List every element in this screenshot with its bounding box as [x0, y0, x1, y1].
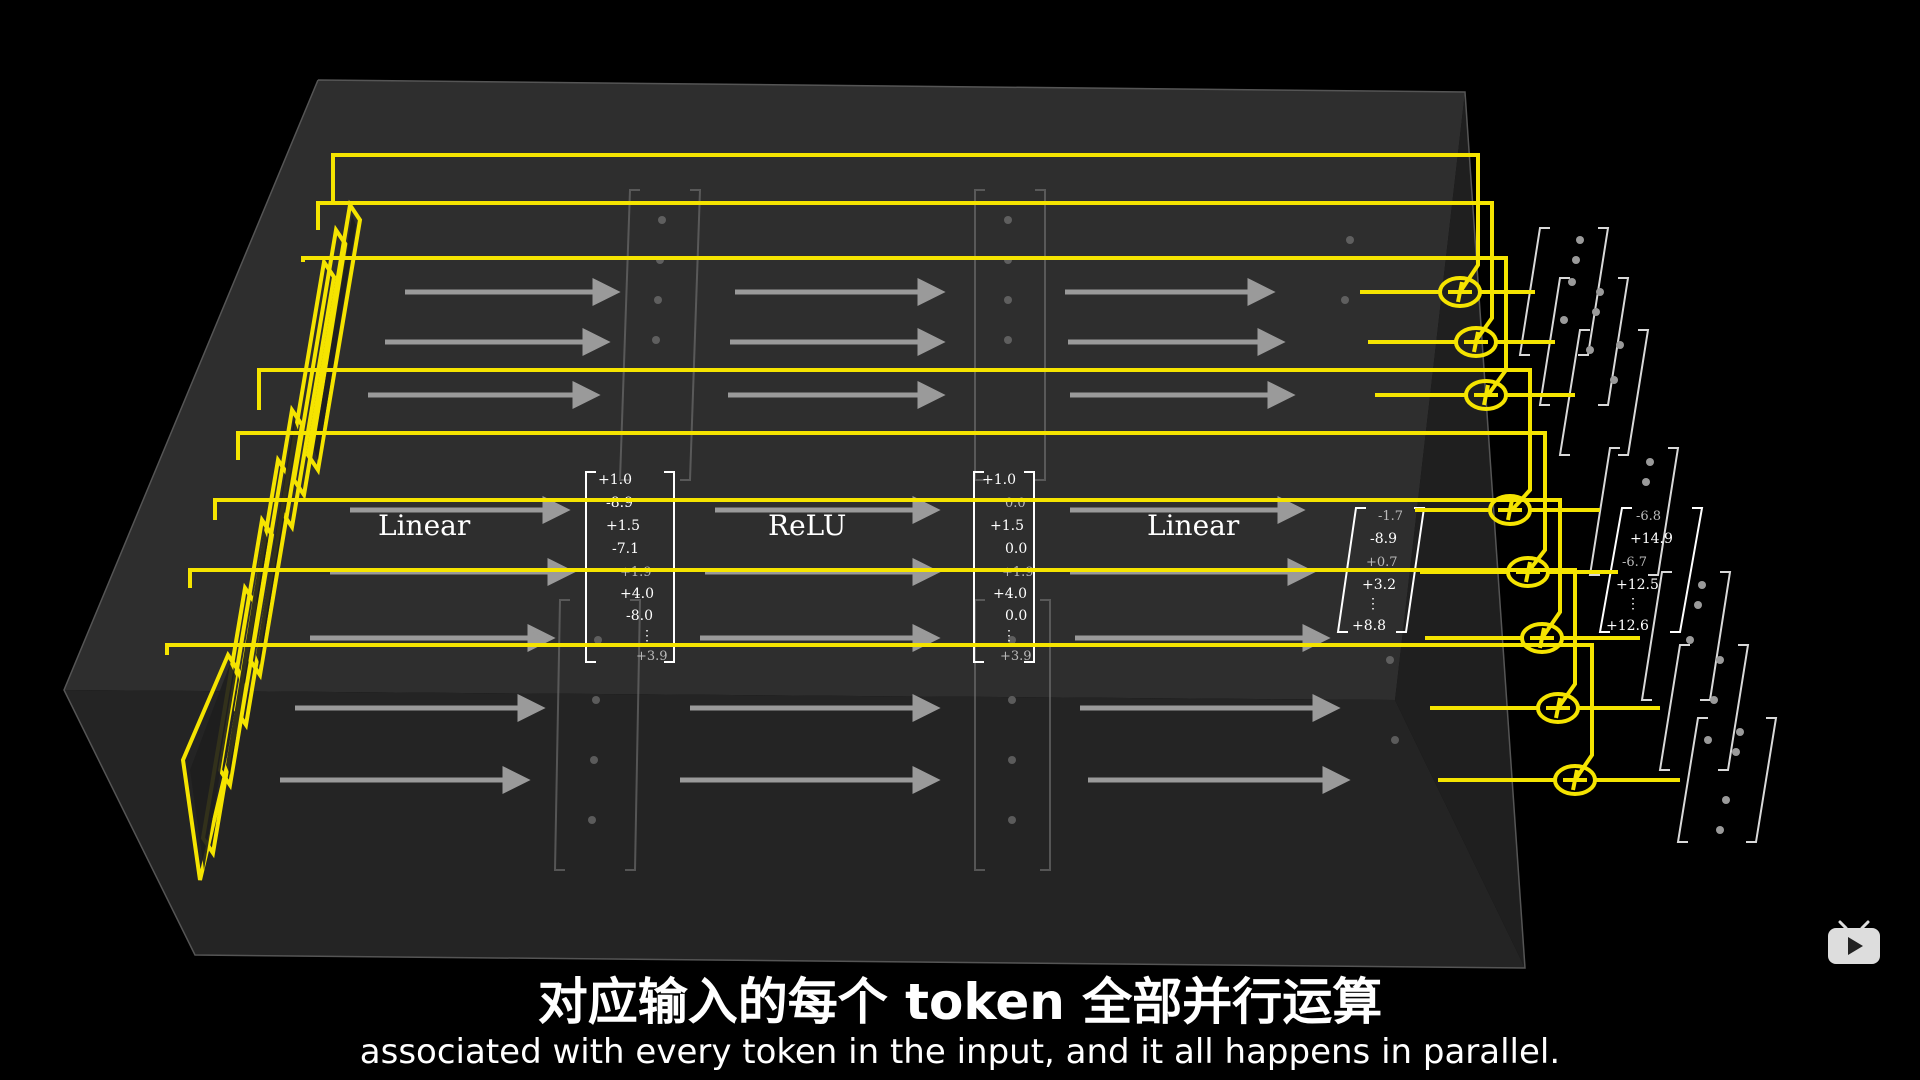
relu-value: +1.5 [990, 518, 1024, 534]
result-value: -6.8 [1636, 509, 1661, 524]
output-value: ⋮ [1366, 596, 1380, 612]
relu-value: +1.9 [1002, 565, 1034, 580]
plus-icon [1438, 276, 1482, 308]
relu-value: +4.0 [993, 586, 1027, 602]
result-value: ⋮ [1626, 596, 1640, 612]
back-vector-dots [588, 216, 1399, 824]
relu-value: 0.0 [1005, 608, 1027, 624]
box-right-face [1395, 92, 1525, 968]
input-token-fill [190, 215, 356, 870]
relu-value: ⋮ [1002, 628, 1016, 644]
result-value: +12.5 [1616, 577, 1659, 593]
hidden-value: -7.1 [612, 541, 639, 557]
result-value: -6.7 [1622, 555, 1647, 570]
plus-icon [1488, 494, 1532, 526]
output-value: +3.2 [1362, 577, 1396, 593]
output-value: -8.9 [1370, 531, 1397, 547]
result-value: +14.9 [1630, 531, 1673, 547]
output-value: +0.7 [1366, 555, 1398, 570]
hidden-value: +4.0 [620, 586, 654, 602]
plus-icon [1464, 379, 1508, 411]
right-output-dots [1560, 236, 1744, 834]
right-output-stacks [1518, 227, 1778, 843]
hidden-value: ⋮ [640, 628, 654, 644]
add-nodes [1438, 276, 1597, 796]
linear1-label: Linear [378, 509, 471, 542]
subtitle-chinese: 对应输入的每个 token 全部并行运算 [537, 973, 1383, 1031]
hidden-value: -8.0 [626, 608, 653, 624]
bilibili-play-icon[interactable] [1826, 918, 1882, 966]
tensor-box [63, 79, 1526, 969]
box-edges [63, 79, 1526, 969]
plus-icon [1506, 556, 1550, 588]
hidden-value: +1.5 [606, 518, 640, 534]
result-value: +12.6 [1606, 618, 1649, 634]
residual-lines [165, 153, 1680, 782]
relu-label: ReLU [768, 509, 846, 542]
plus-icon [1553, 764, 1597, 796]
relu-value: +1.0 [982, 472, 1016, 488]
linear2-label: Linear [1147, 509, 1240, 542]
subtitle-english: associated with every token in the input… [359, 1032, 1561, 1072]
back-vector-columns [553, 189, 1051, 871]
hidden-value: -8.9 [606, 495, 633, 511]
plus-icon [1536, 692, 1580, 724]
relu-value: +3.9 [1000, 649, 1032, 664]
plus-icon [1454, 326, 1498, 358]
hidden-value: +1.0 [598, 472, 632, 488]
hidden-value: +3.9 [636, 649, 668, 664]
box-front-face [64, 690, 1525, 968]
hidden-value: +1.9 [620, 565, 652, 580]
box-top-face [64, 80, 1465, 700]
relu-value: 0.0 [1005, 541, 1027, 557]
plus-icon [1520, 622, 1564, 654]
output-value: +8.8 [1352, 618, 1386, 634]
output-value: -1.7 [1378, 509, 1403, 524]
relu-vector: +1.0 0.0 +1.5 0.0 +1.9 +4.0 0.0 ⋮ +3.9 [973, 471, 1035, 664]
